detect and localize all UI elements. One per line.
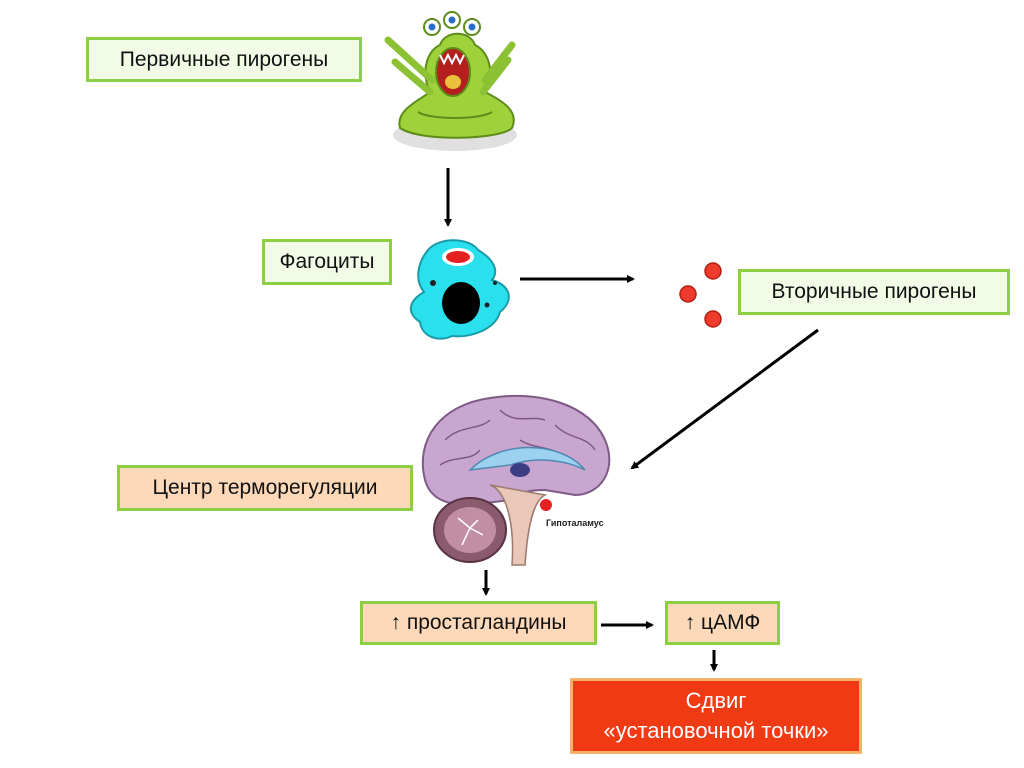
- pyrogen-dots: [679, 262, 722, 328]
- hypothalamus-label: Гипоталамус: [546, 518, 604, 528]
- prostaglandins-label: ↑ простагландины: [390, 611, 567, 634]
- primary-pyrogens-label: Первичные пирогены: [119, 47, 329, 71]
- phagocyte-cell-illustration: [409, 239, 510, 340]
- prostaglandins-box: ↑ простагландины: [360, 601, 597, 645]
- phagocytes-box: Фагоциты: [262, 239, 392, 285]
- camp-label: ↑ цАМФ: [684, 611, 761, 634]
- monster-illustration: [384, 11, 517, 151]
- arrow-secondary-to-brain: [630, 328, 819, 470]
- camp-box: ↑ цАМФ: [665, 601, 780, 645]
- secondary-pyrogens-box: Вторичные пирогены: [738, 269, 1010, 315]
- brain-illustration: Гипоталамус: [421, 394, 611, 566]
- phagocytes-label: Фагоциты: [279, 250, 375, 273]
- secondary-pyrogens-label: Вторичные пирогены: [771, 280, 977, 303]
- set-point-shift-line1: Сдвиг: [685, 688, 747, 713]
- set-point-shift-line2: «установочной точки»: [603, 718, 829, 743]
- thermoregulation-center-label: Центр терморегуляции: [152, 476, 378, 499]
- thermoregulation-center-box: Центр терморегуляции: [117, 465, 413, 511]
- set-point-shift-box: Сдвиг «установочной точки»: [570, 678, 862, 754]
- primary-pyrogens-box: Первичные пирогены: [86, 37, 362, 82]
